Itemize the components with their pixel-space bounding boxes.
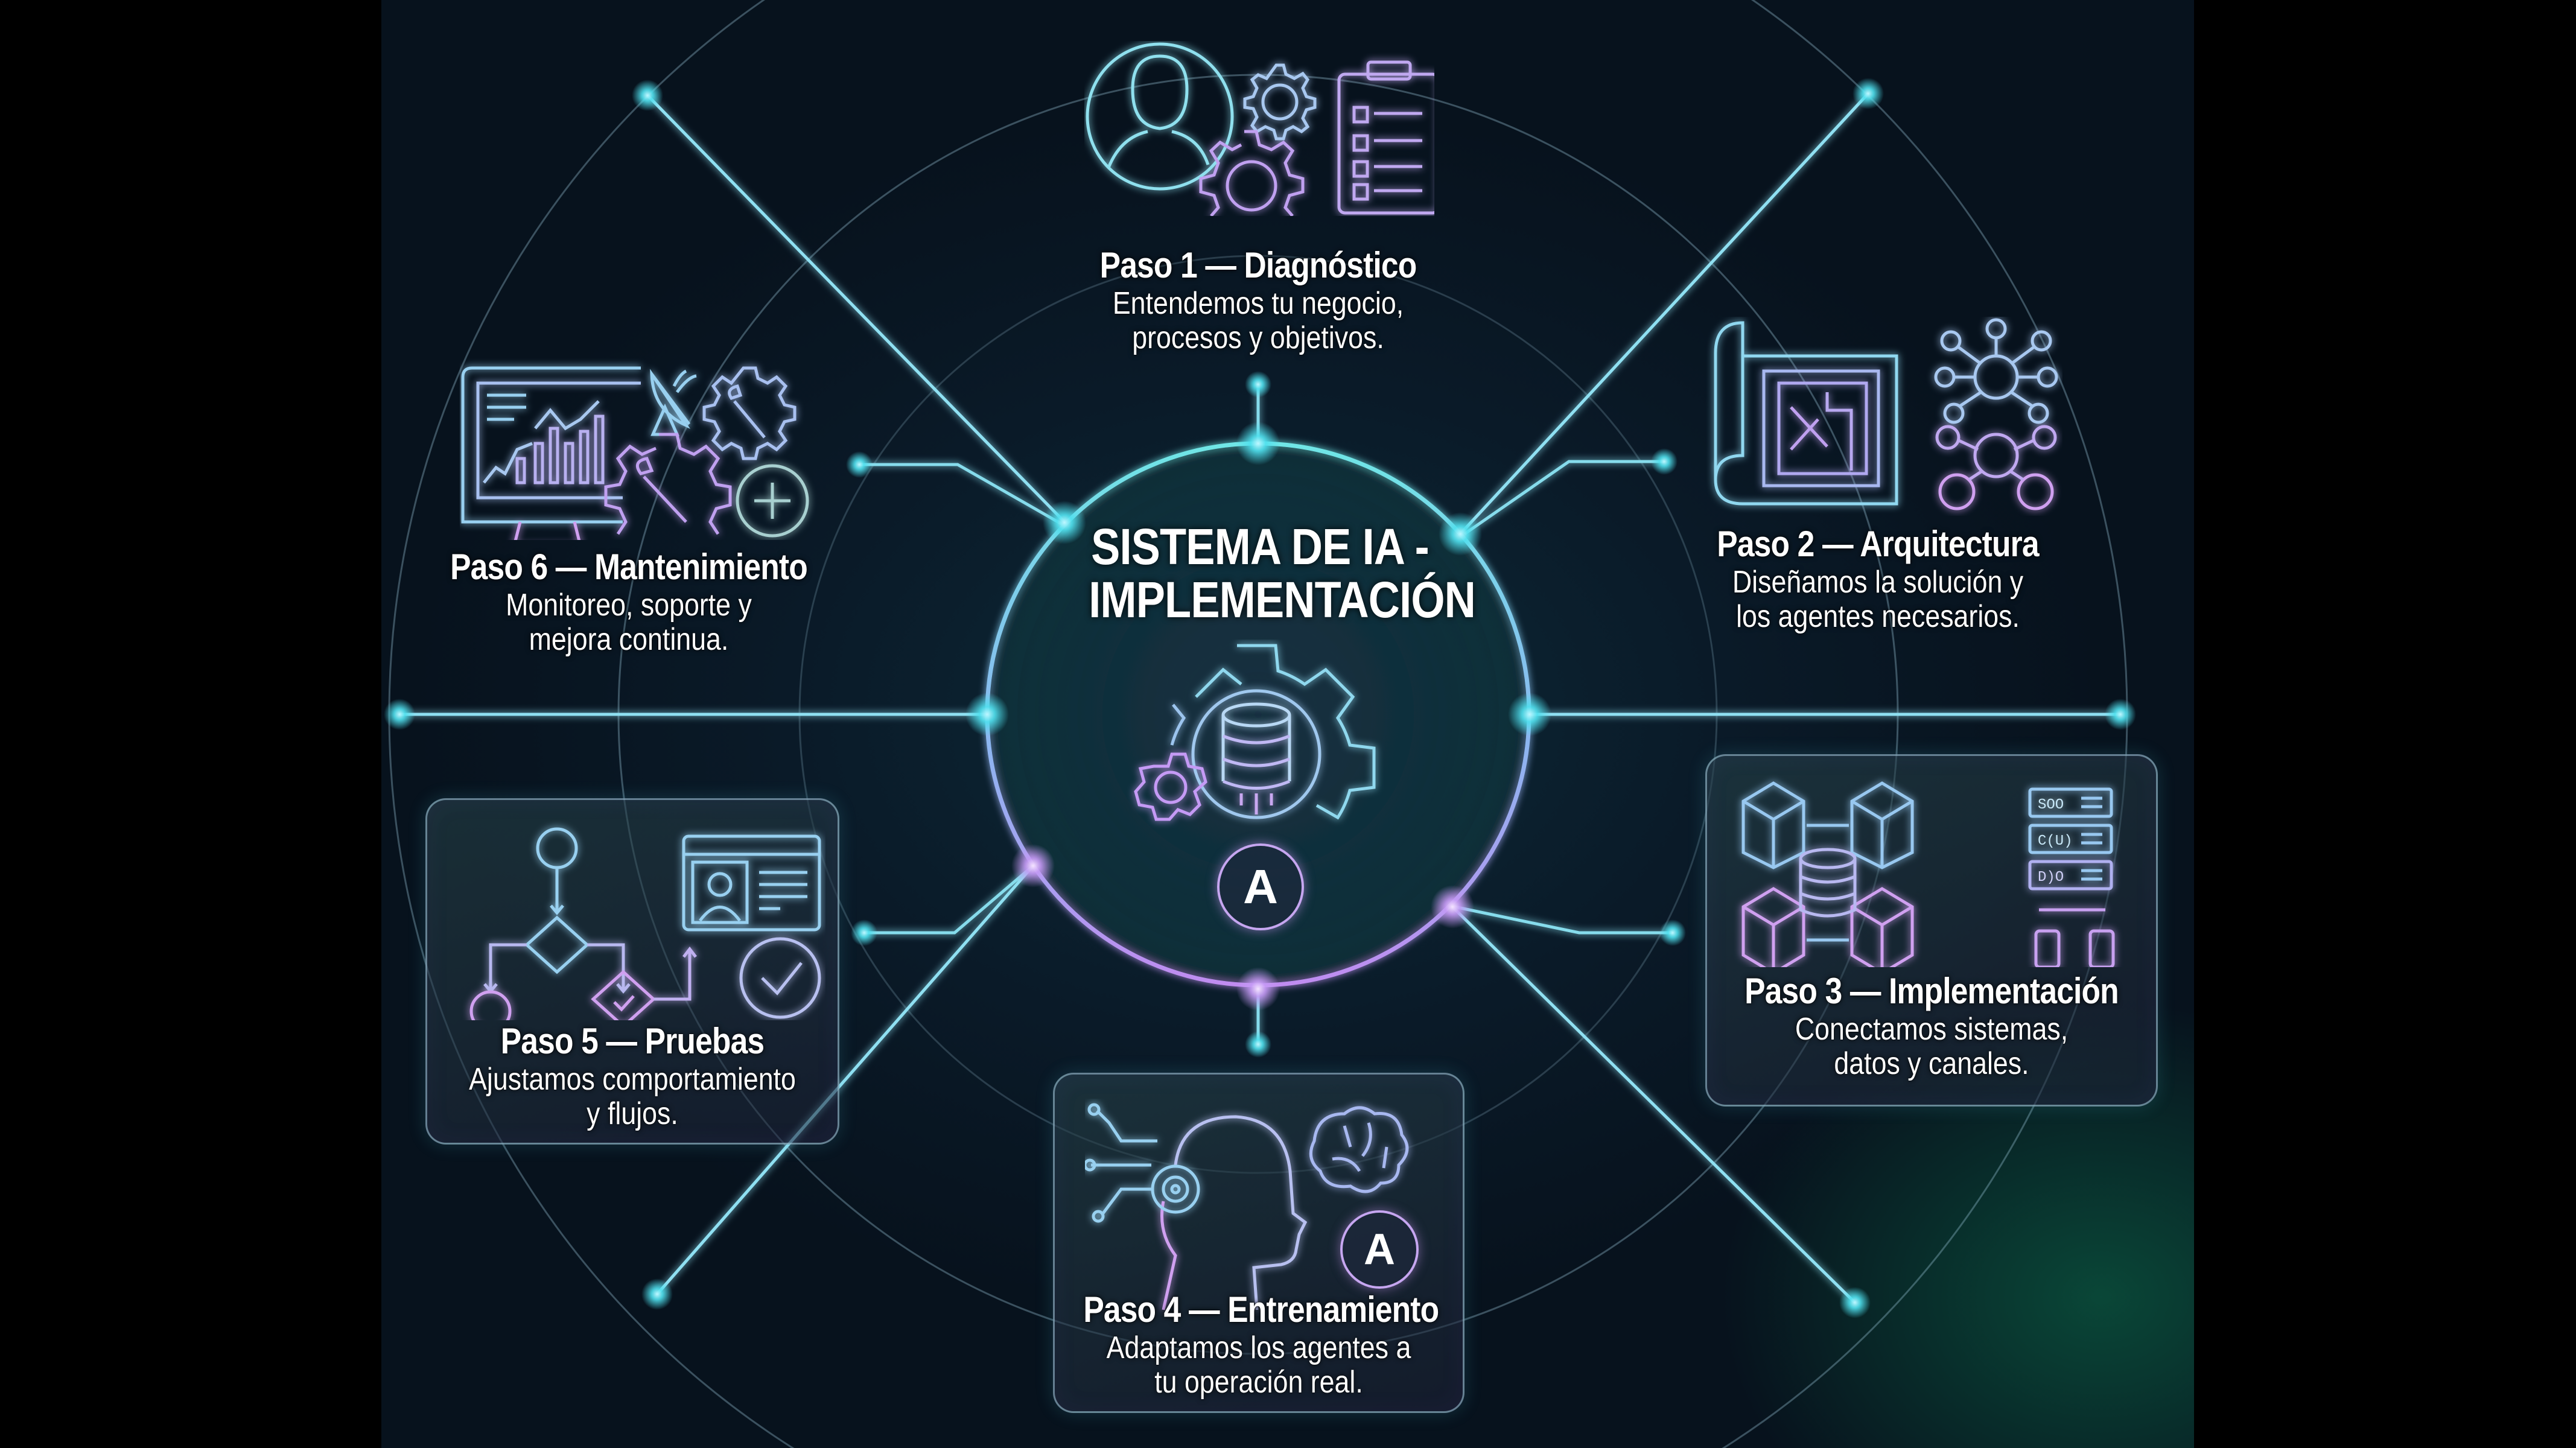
- step5-title: Paso 5 — Pruebas: [500, 1021, 765, 1061]
- brain-icon: [1309, 1106, 1409, 1193]
- step2-desc-line2: los agentes necesarios.: [1736, 599, 2020, 634]
- step5-desc-line2: y flujos.: [587, 1096, 678, 1131]
- satellite-dish-icon: [650, 369, 697, 436]
- step3-title: Paso 3 — Implementación: [1744, 971, 2119, 1011]
- step4-title: Paso 4 — Entrenamiento: [1083, 1289, 1439, 1330]
- checklist-clipboard-icon: [1337, 60, 1434, 215]
- diagonal-rays: [399, 92, 2120, 1304]
- network-lines: [384, 0, 2136, 1448]
- center-title: SISTEMA DE IA - IMPLEMENTACIÓN: [1089, 518, 1476, 628]
- a-badge-letter: A: [1364, 1225, 1395, 1274]
- svg-text:C(U): C(U): [2038, 833, 2073, 849]
- center-a-badge: A: [1217, 843, 1304, 930]
- center-title-line2: IMPLEMENTACIÓN: [1089, 571, 1476, 628]
- step3-desc-line2: datos y canales.: [1834, 1046, 2029, 1081]
- step3-text: Paso 3 — Implementación Conectamos siste…: [1707, 970, 2156, 1081]
- step4-a-badge: A: [1340, 1210, 1419, 1289]
- step4-card: A Paso 4 — Entrenamiento Adaptamos los a…: [1053, 1073, 1465, 1413]
- user-profile-icon: [1086, 42, 1234, 191]
- blueprint-icon: [1714, 321, 1898, 506]
- step6-desc-line2: mejora continua.: [529, 622, 729, 657]
- cubes-database-icon: [1741, 781, 1914, 967]
- step5-icons: [469, 827, 821, 1020]
- monitor-chart-icon: [461, 366, 641, 540]
- step2-text: Paso 2 — Arquitectura Diseñamos la soluc…: [1636, 523, 2119, 634]
- step6-text: Paso 6 — Mantenimiento Monitoreo, soport…: [399, 546, 858, 657]
- step1-title: Paso 1 — Diagnóstico: [1099, 245, 1417, 285]
- step4-desc-line1: Adaptamos los agentes a: [1106, 1330, 1411, 1365]
- infographic-canvas: SISTEMA DE IA - IMPLEMENTACIÓN A: [381, 0, 2194, 1448]
- gear-database-icon: [1134, 644, 1376, 821]
- cable-connectors-icon: [2034, 908, 2115, 967]
- step4-icons: [1085, 1103, 1409, 1310]
- step3-desc-line1: Conectamos sistemas,: [1795, 1012, 2069, 1047]
- step3-icons: SOO C(U) D)O: [1741, 781, 2115, 967]
- step1-text: Paso 1 — Diagnóstico Entendemos tu negoc…: [1017, 244, 1499, 355]
- step6-icons: [461, 366, 809, 540]
- network-nodes: [384, 78, 2136, 1318]
- step4-desc-line2: tu operación real.: [1154, 1365, 1363, 1400]
- step5-text: Paso 5 — Pruebas Ajustamos comportamient…: [427, 1020, 838, 1131]
- agent-network-icon: [1934, 318, 2058, 510]
- step5-desc-line1: Ajustamos comportamiento: [469, 1062, 796, 1097]
- profile-window-icon: [682, 834, 821, 932]
- gear-small-icon: [1243, 63, 1317, 141]
- a-badge-letter: A: [1243, 860, 1278, 913]
- gear-large-icon: [1199, 130, 1305, 216]
- check-circle-icon: [739, 937, 821, 1019]
- step1-desc-line2: procesos y objetivos.: [1132, 320, 1384, 355]
- step3-card: SOO C(U) D)O Paso 3 — Implementación Con…: [1705, 754, 2158, 1107]
- step1-desc-line1: Entendemos tu negocio,: [1112, 286, 1404, 321]
- server-stack-icon: SOO C(U) D)O: [2028, 787, 2113, 891]
- step6-desc-line1: Monitoreo, soporte y: [506, 588, 752, 623]
- step5-card: Paso 5 — Pruebas Ajustamos comportamient…: [425, 798, 839, 1145]
- step6-title: Paso 6 — Mantenimiento: [450, 547, 808, 587]
- ai-head-icon: [1085, 1103, 1308, 1310]
- center-title-line1: SISTEMA DE IA -: [1091, 518, 1430, 575]
- flowchart-icon: [469, 827, 697, 1020]
- gear-wrench-large-icon: [604, 433, 732, 535]
- svg-text:SOO: SOO: [2038, 797, 2064, 813]
- svg-text:D)O: D)O: [2038, 869, 2064, 886]
- step2-desc-line1: Diseñamos la solución y: [1732, 565, 2024, 600]
- step4-text: Paso 4 — Entrenamiento Adaptamos los age…: [1055, 1289, 1463, 1400]
- step2-icons: [1714, 318, 2058, 510]
- step1-icons: [1086, 42, 1434, 216]
- plus-circle-icon: [736, 464, 809, 538]
- gear-wrench-icon: [702, 366, 797, 460]
- step2-title: Paso 2 — Arquitectura: [1717, 524, 2039, 564]
